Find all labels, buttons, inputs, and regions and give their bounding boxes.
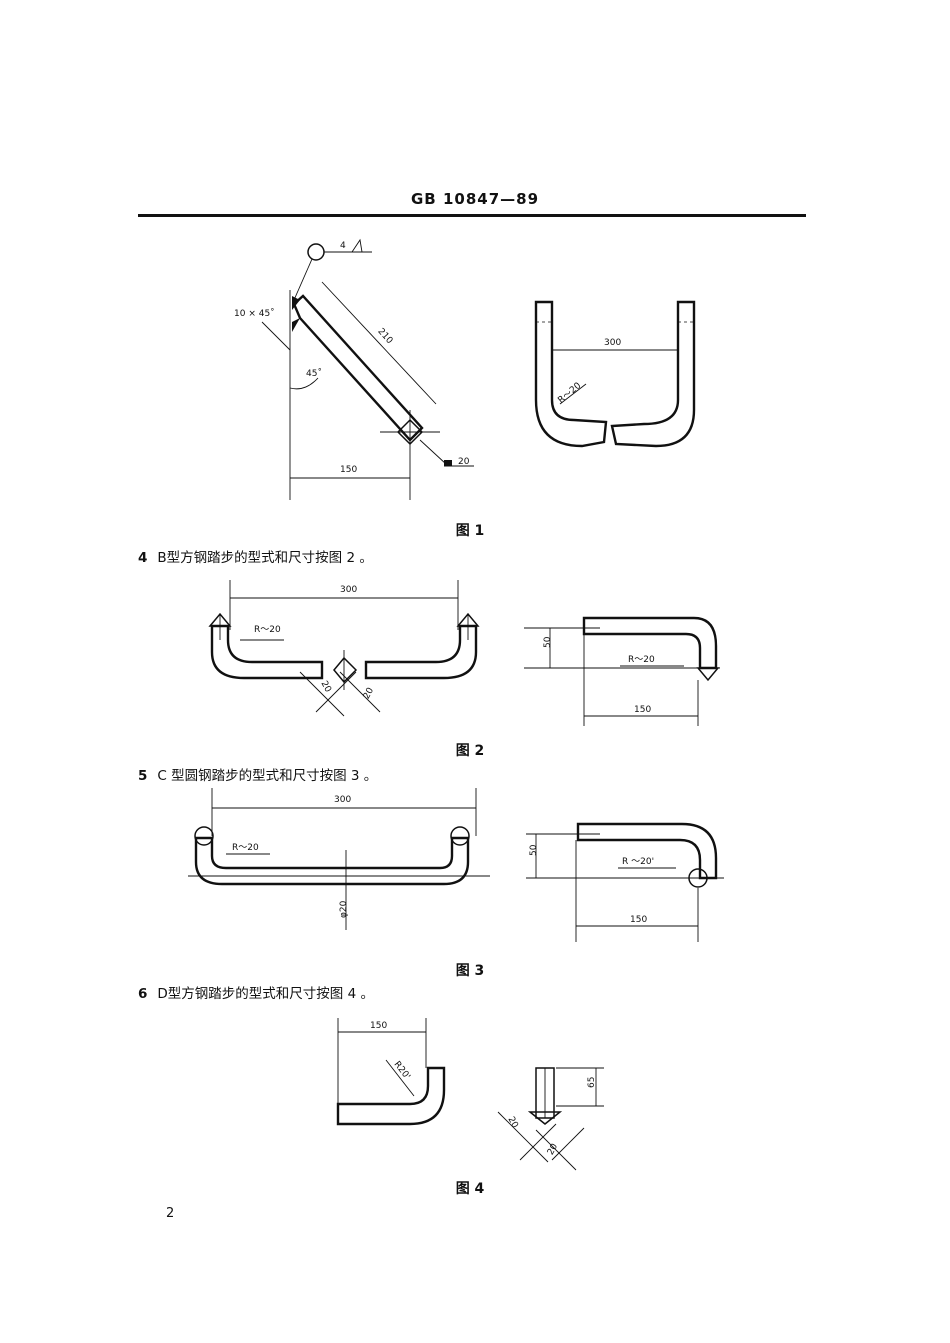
fig2-bar-right [364,624,478,680]
fig1-diagonal-bar [292,294,424,442]
fig4-sect-a-label: 20 [505,1115,519,1130]
angle-label: 45˚ [306,368,322,379]
figure-1-caption: 图 1 [455,523,485,539]
fig3-depth-label: 150 [630,915,647,925]
page-number: 2 [166,1206,175,1221]
figure-3-caption: 图 3 [455,963,485,979]
fig2-dim-300-label: 300 [340,585,357,595]
weld-fill-bottom [292,318,300,332]
paragraph-5: 5 C 型圆钢踏步的型式和尺寸按图 3 。 [138,764,377,784]
u-bar-left [534,300,608,448]
fig4-sect-b-label: 20 [546,1142,560,1157]
paragraph-6-text: D型方钢踏步的型式和尺寸按图 4 。 [157,986,374,1002]
angle-arc [289,377,319,390]
fig2-depth-label: 150 [634,705,651,715]
paragraph-5-number: 5 [138,768,148,784]
dim-150-label: 150 [340,465,357,475]
chamfer-label: 10 × 45˚ [234,308,275,319]
fig4-width-label: 150 [370,1021,387,1031]
figure-4-caption: 图 4 [455,1181,485,1197]
dim-210-line [321,281,437,405]
fig2-bar-left [210,624,324,680]
header-rule [138,214,806,217]
fig3-dim-300-label: 300 [334,795,351,805]
weld-size-label: 4 [340,241,346,251]
fig2-height-label: 50 [543,636,553,648]
weld-fill-top [292,296,300,310]
paragraph-4-number: 4 [138,550,148,566]
fig2-radius-label: R～20 [254,625,281,635]
fig4-height-label: 65 [587,1077,597,1088]
fig2-sect-a-label: 20 [319,679,333,694]
fig2-center-section [333,656,358,684]
paragraph-6: 6 D型方钢踏步的型式和尺寸按图 4 。 [138,982,374,1002]
fig3-diameter-label: φ20 [339,900,349,918]
weld-leader [293,258,313,301]
u-bar-right [610,300,696,448]
figure-2-caption: 图 2 [455,743,485,759]
paragraph-4-text: B型方钢踏步的型式和尺寸按图 2 。 [157,550,373,566]
section-20-label: 20 [458,457,470,467]
dim-300-label: 300 [604,338,621,348]
weld-triangle [351,238,363,253]
fig2-radius-side-label: R～20 [628,655,655,665]
fig3-radius-side-label: R ～20' [622,857,654,867]
fig3-radius-label: R～20 [232,843,259,853]
paragraph-4: 4 B型方钢踏步的型式和尺寸按图 2 。 [138,546,373,566]
paragraph-5-text: C 型圆钢踏步的型式和尺寸按图 3 。 [157,768,378,784]
fig4-bar-top-view [336,1066,446,1126]
standard-header: GB 10847—89 [410,190,540,208]
fig3-height-label: 50 [529,844,539,856]
fig3-round-bar [194,836,470,886]
paragraph-6-number: 6 [138,986,148,1002]
fig2-sect-b-label: 20 [362,686,376,701]
